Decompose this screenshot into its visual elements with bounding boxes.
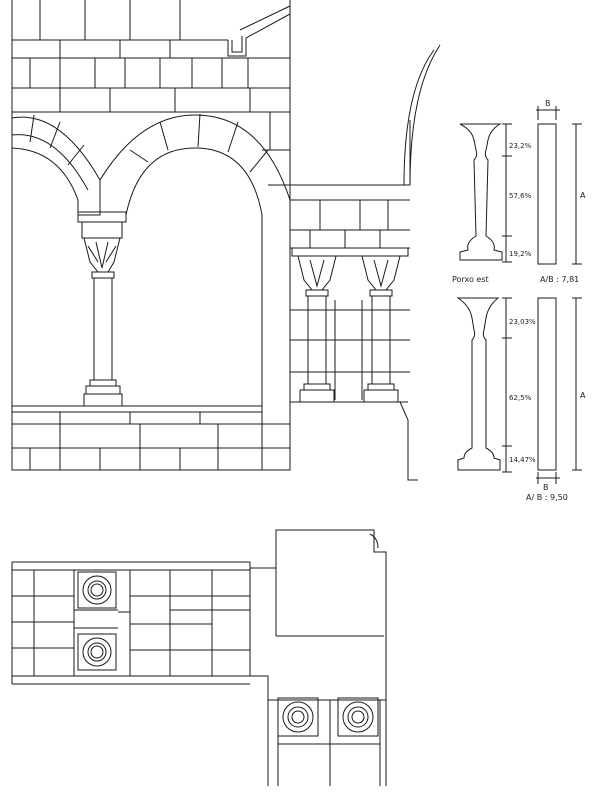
col1-mid-percent: 57,6% bbox=[509, 192, 532, 200]
col1-bottom-percent: 19,2% bbox=[509, 250, 532, 258]
column-study-1 bbox=[459, 106, 582, 265]
porch-label: Porxo est bbox=[452, 275, 489, 284]
elevation-base-wall bbox=[12, 405, 290, 470]
twin-arches bbox=[11, 113, 291, 470]
col2-bottom-percent: 14,47% bbox=[509, 456, 536, 464]
col1-top-percent: 23,2% bbox=[509, 142, 532, 150]
col2-ratio: A/ B : 9,50 bbox=[526, 493, 568, 502]
col2-mid-percent: 62,5% bbox=[509, 394, 532, 402]
elevation-column-left bbox=[83, 237, 123, 407]
col2-height-label: A bbox=[580, 391, 586, 400]
elevation-east-porch bbox=[290, 44, 441, 481]
col2-top-percent: 23,03% bbox=[509, 318, 536, 326]
col1-width-label: B bbox=[545, 99, 551, 108]
col1-height-label: A bbox=[580, 191, 586, 200]
col2-width-label: B bbox=[543, 483, 549, 492]
plan-view bbox=[11, 529, 387, 786]
elevation-left-wall bbox=[11, 0, 291, 471]
col1-ratio: A/B : 7,81 bbox=[540, 275, 579, 284]
annotation-labels: 23,2% 57,6% 19,2% B A Porxo est A/B : 7,… bbox=[452, 99, 586, 502]
column-study-2 bbox=[456, 297, 582, 484]
